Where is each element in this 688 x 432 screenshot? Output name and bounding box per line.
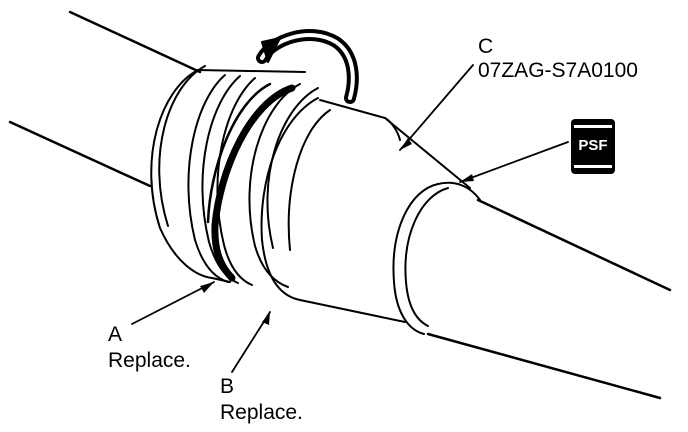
- badge-rim-bottom: [574, 165, 612, 168]
- o-ring-a: [211, 84, 296, 282]
- label-c-letter: C: [478, 35, 494, 58]
- label-b-note: Replace.: [220, 401, 303, 424]
- badge-rim-top: [574, 125, 612, 128]
- leader-c: [399, 64, 474, 151]
- label-a-note: Replace.: [108, 349, 191, 372]
- left-rod: [8, 10, 202, 188]
- psf-badge-text: PSF: [578, 137, 608, 154]
- groove-rings: [187, 74, 319, 288]
- psf-badge-icon: PSF: [571, 119, 615, 174]
- leader-arrowheads: [200, 138, 474, 325]
- rotation-arrow-icon: [256, 29, 359, 104]
- label-c-part-number: 07ZAG-S7A0100: [478, 59, 638, 82]
- label-a-letter: A: [108, 323, 123, 346]
- right-rod: [426, 198, 672, 400]
- label-b-letter: B: [220, 375, 235, 398]
- cone-body: [260, 97, 471, 323]
- leader-a: [131, 281, 215, 325]
- leader-lines: [131, 64, 569, 373]
- leader-psf: [459, 141, 569, 183]
- right-collar: [392, 181, 481, 335]
